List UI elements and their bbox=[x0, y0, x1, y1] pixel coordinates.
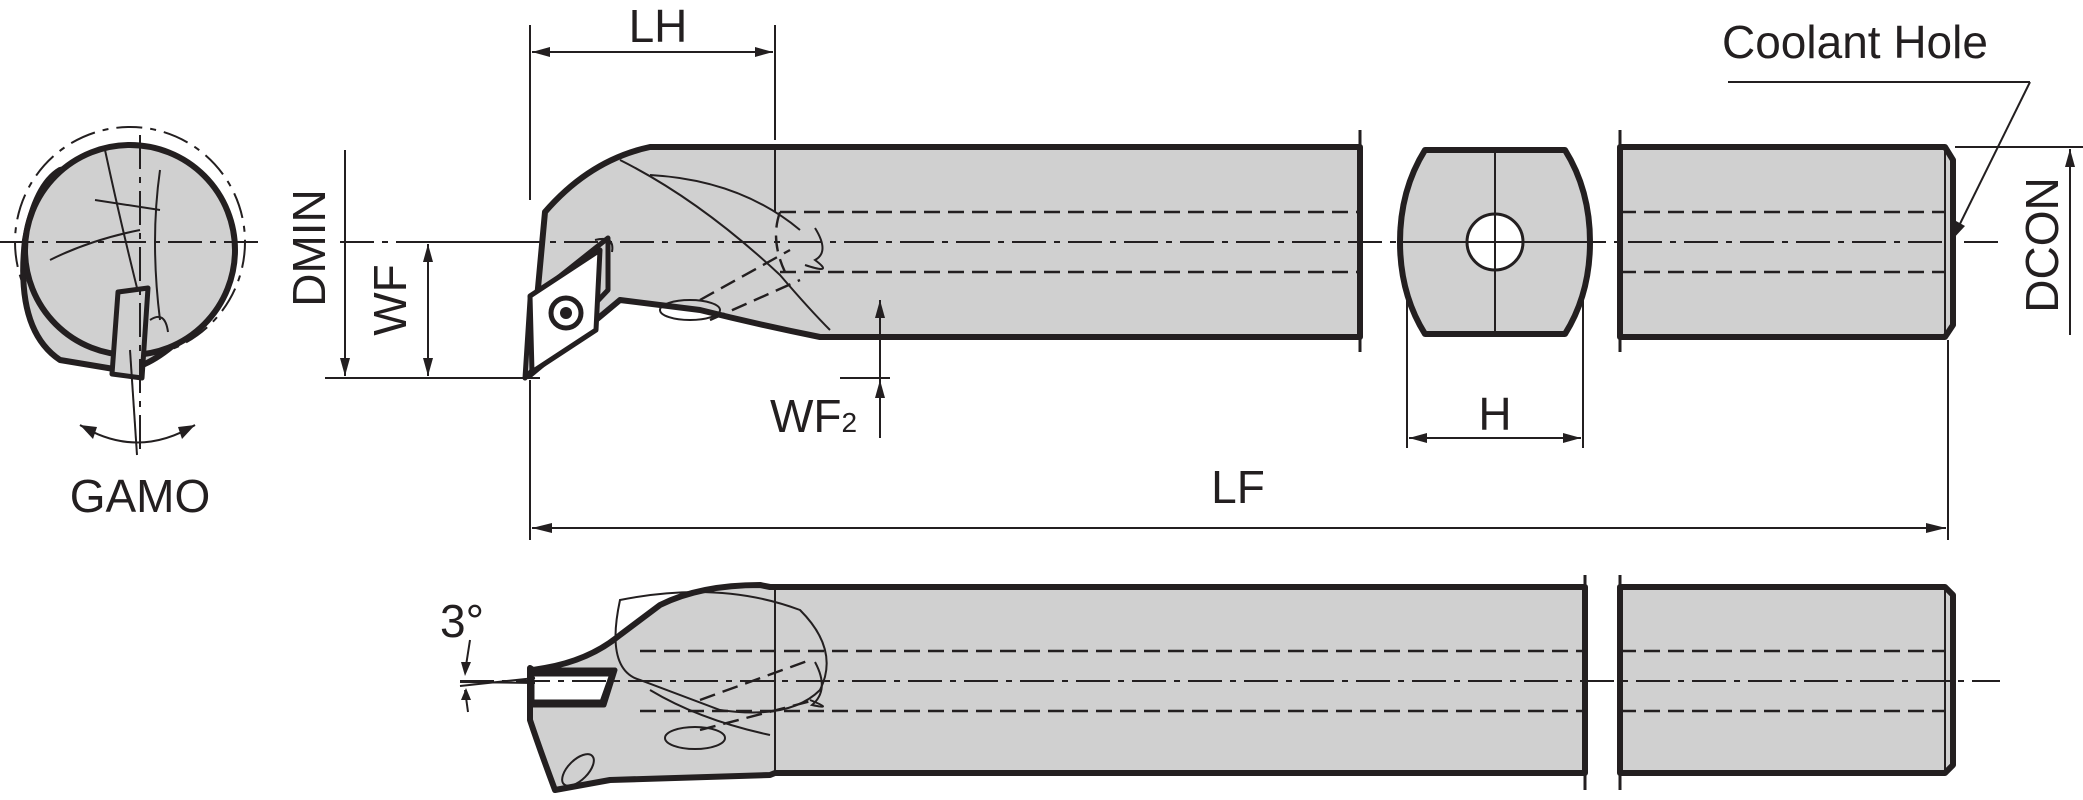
main-side-view bbox=[340, 130, 2000, 381]
wf2-label: WF2 bbox=[770, 390, 857, 442]
section-view bbox=[1397, 147, 1593, 337]
angle-label: 3° bbox=[440, 595, 484, 647]
lf-label: LF bbox=[1211, 461, 1265, 513]
dcon-label: DCON bbox=[2016, 177, 2068, 312]
lh-label: LH bbox=[629, 0, 688, 52]
bottom-view bbox=[459, 575, 2000, 793]
dimension-lines bbox=[325, 25, 2083, 540]
h-label: H bbox=[1478, 388, 1511, 440]
dmin-label: DMIN bbox=[283, 189, 335, 307]
coolant-hole-label: Coolant Hole bbox=[1722, 16, 1988, 68]
gamo-label: GAMO bbox=[70, 470, 211, 522]
labels: LH Coolant Hole DMIN WF WF2 GAMO H LF DC… bbox=[70, 0, 2068, 647]
wf-label: WF bbox=[364, 264, 416, 336]
end-view bbox=[0, 126, 262, 456]
